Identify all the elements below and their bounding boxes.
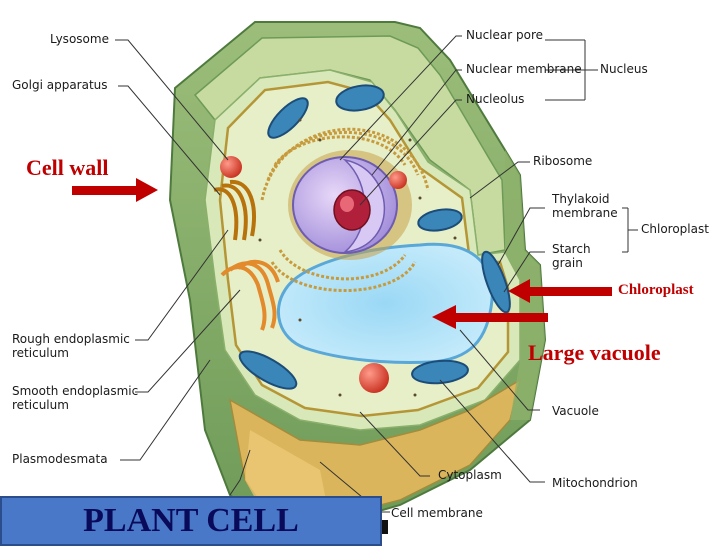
label-smooth-er-line1: Smooth endoplasmic <box>12 384 139 398</box>
lysosome <box>220 156 407 393</box>
label-lysosome: Lysosome <box>50 32 109 46</box>
annotation-large-vacuole: Large vacuole <box>528 340 661 365</box>
label-nuclear-membrane: Nuclear membrane <box>466 62 582 76</box>
label-cell-membrane: Cell membrane <box>391 506 483 520</box>
label-smooth-er-line2: reticulum <box>12 398 69 412</box>
label-thylakoid-line2: membrane <box>552 206 618 220</box>
cell-wall-arrow <box>72 178 158 202</box>
large-vacuole-arrow <box>432 305 548 329</box>
label-chloroplast-bracket: Chloroplast <box>641 222 709 236</box>
title-box: PLANT CELL <box>0 496 382 546</box>
label-ribosome: Ribosome <box>533 154 593 168</box>
label-rough-er-line1: Rough endoplasmic <box>12 332 130 346</box>
label-vacuole: Vacuole <box>552 404 599 418</box>
label-starch-line1: Starch <box>552 242 591 256</box>
chloroplast-arrow <box>508 279 612 303</box>
label-nucleus: Nucleus <box>600 62 648 76</box>
leader-lines <box>115 35 638 513</box>
label-golgi-apparatus: Golgi apparatus <box>12 78 108 92</box>
golgi-apparatus <box>213 179 256 241</box>
label-mitochondrion: Mitochondrion <box>552 476 638 490</box>
label-cytoplasm: Cytoplasm <box>438 468 502 482</box>
mitochondrion <box>238 84 511 390</box>
smooth-endoplasmic-reticulum <box>220 259 280 331</box>
annotation-chloroplast: Chloroplast <box>618 282 694 298</box>
label-thylakoid-line1: Thylakoid <box>552 192 610 206</box>
nucleus <box>288 150 412 260</box>
label-nuclear-pore: Nuclear pore <box>466 28 544 42</box>
marker-square <box>382 520 388 534</box>
label-plasmodesmata: Plasmodesmata <box>12 452 108 466</box>
diagram-title: PLANT CELL <box>83 502 299 539</box>
label-starch-line2: grain <box>552 256 583 270</box>
annotation-cell-wall: Cell wall <box>26 155 109 180</box>
ribosomes <box>258 118 457 397</box>
label-nucleolus: Nucleolus <box>466 92 525 106</box>
label-rough-er-line2: reticulum <box>12 346 69 360</box>
annotation-arrows <box>72 178 612 329</box>
